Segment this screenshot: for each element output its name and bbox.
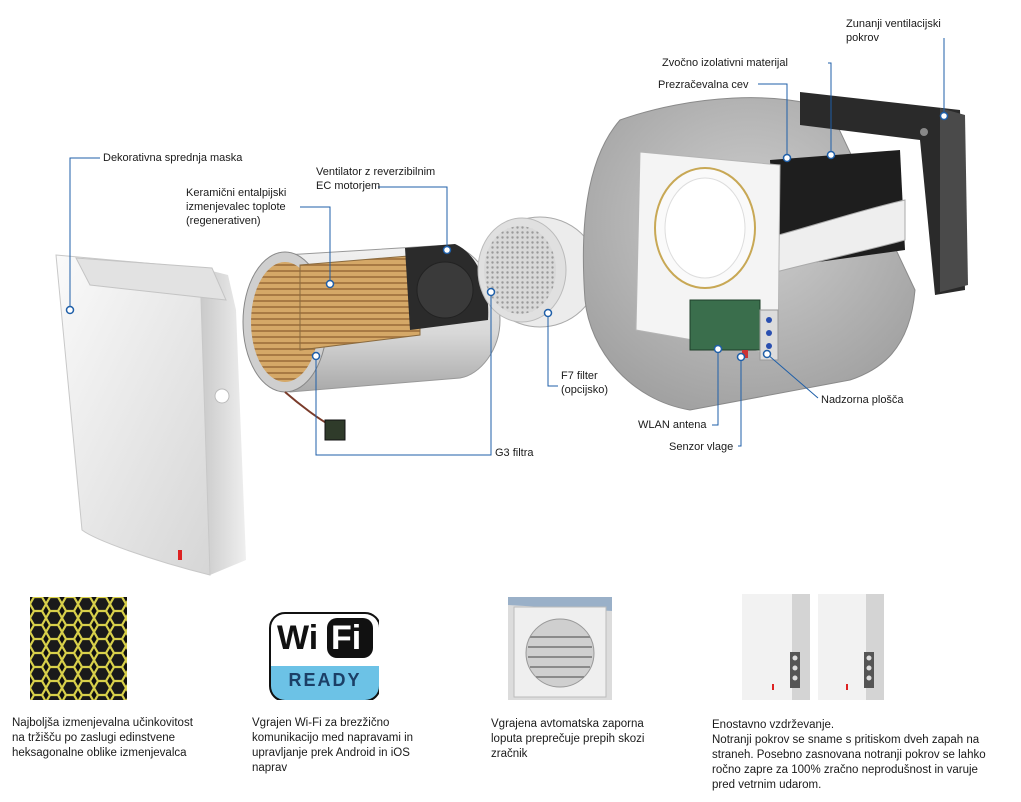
wifi-logo-fi: Fi: [331, 619, 362, 657]
label-humidity-sensor: Senzor vlage: [669, 441, 734, 453]
label-g3-filters: G3 filtra: [495, 447, 534, 459]
label-wlan-antenna: WLAN antena: [638, 419, 707, 431]
label-sound-insulation: Zvočno izolativni materijal: [662, 57, 788, 69]
caption-maintenance: Enostavno vzdrževanje. Notranji pokrov s…: [712, 719, 986, 791]
caption-shutter-flap: Vgrajena avtomatska zaporna loputa prepr…: [491, 718, 645, 760]
label-fan: Ventilator z reverzibilnim EC motorjem: [316, 166, 436, 192]
cover-panels-image: [742, 594, 890, 700]
label-outer-cover: Zunanji ventilacijski pokrov: [846, 18, 941, 44]
callout-dots: [65, 111, 949, 362]
caption-wifi: Vgrajen Wi-Fi za brezžično komunikacijo …: [252, 717, 414, 774]
label-front-mask: Dekorativna sprednja maska: [103, 152, 243, 164]
hexagon-honeycomb-image: [30, 597, 127, 700]
label-air-duct: Prezračevalna cev: [658, 79, 749, 91]
heat-exchanger-cylinder: [242, 244, 501, 441]
callout-lines: [69, 38, 945, 456]
wifi-logo-ready: READY: [288, 670, 362, 690]
wall-unit-assembly: [582, 92, 968, 411]
wifi-ready-logo: Wi Fi READY: [269, 612, 379, 700]
label-ceramic-exchanger: Keramični entalpijski izmenjevalec toplo…: [186, 187, 287, 227]
f7-filter-ring: [477, 216, 599, 328]
caption-exchanger-efficiency: Najboljša izmenjevalna učinkovitost na t…: [12, 717, 193, 759]
exploded-product-diagram: [55, 38, 968, 576]
front-mask-panel: [55, 254, 246, 576]
shutter-flap-image: [508, 597, 612, 700]
label-f7-filter: F7 filter (opcijsko): [561, 370, 609, 396]
label-control-panel: Nadzorna plošča: [821, 394, 904, 406]
wifi-logo-wi: Wi: [277, 619, 319, 657]
